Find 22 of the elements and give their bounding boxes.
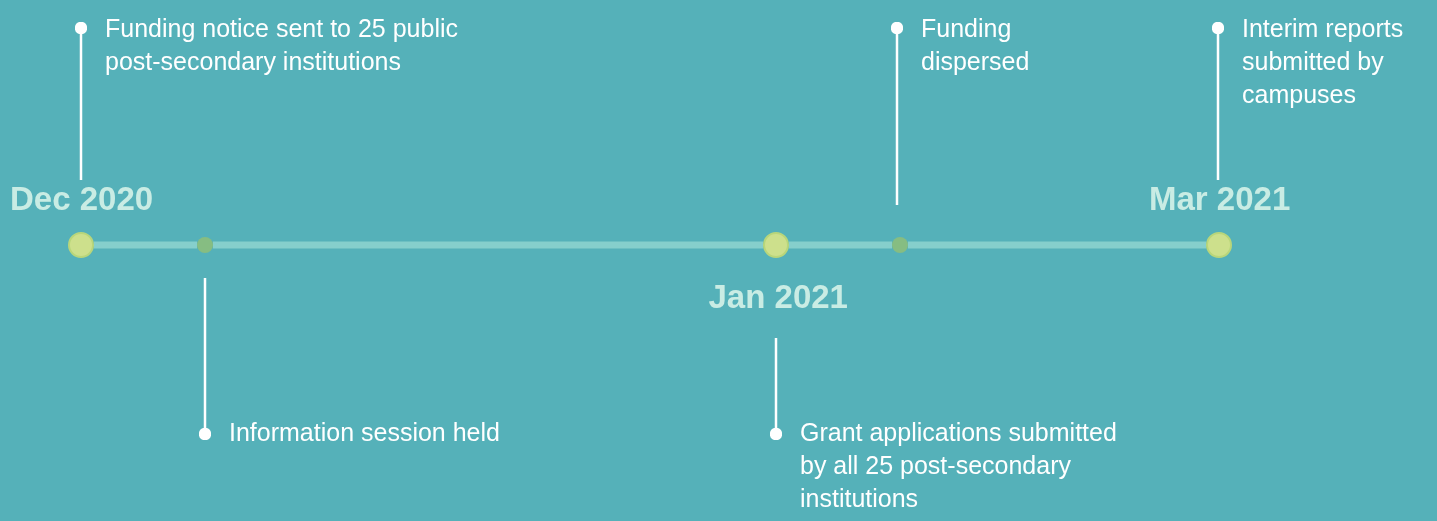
date-label: Jan 2021 — [708, 278, 848, 316]
leader-line — [1211, 21, 1225, 180]
timeline-dot — [68, 232, 94, 258]
event-label: Information session held — [198, 416, 518, 449]
date-label: Mar 2021 — [1149, 180, 1291, 218]
leader-line — [74, 21, 88, 180]
leader-line — [198, 278, 212, 441]
timeline-dot — [1206, 232, 1232, 258]
event-label: Grant applications submitted by all 25 post-secondary institutions — [769, 416, 1149, 515]
timeline-bar — [213, 241, 763, 249]
event-label: Funding notice sent to 25 public post-secondary institutions — [74, 12, 494, 78]
date-label: Dec 2020 — [10, 180, 154, 218]
timeline-dot — [197, 237, 213, 253]
leader-line — [769, 338, 783, 441]
event-label: Funding dispersed — [890, 12, 1050, 78]
timeline-bar — [908, 241, 1206, 249]
timeline-bar — [94, 241, 197, 249]
timeline-dot — [892, 237, 908, 253]
event-label: Interim reports submitted by campuses — [1211, 12, 1423, 111]
timeline-dot — [763, 232, 789, 258]
timeline-bar — [789, 241, 892, 249]
leader-line — [890, 21, 904, 205]
